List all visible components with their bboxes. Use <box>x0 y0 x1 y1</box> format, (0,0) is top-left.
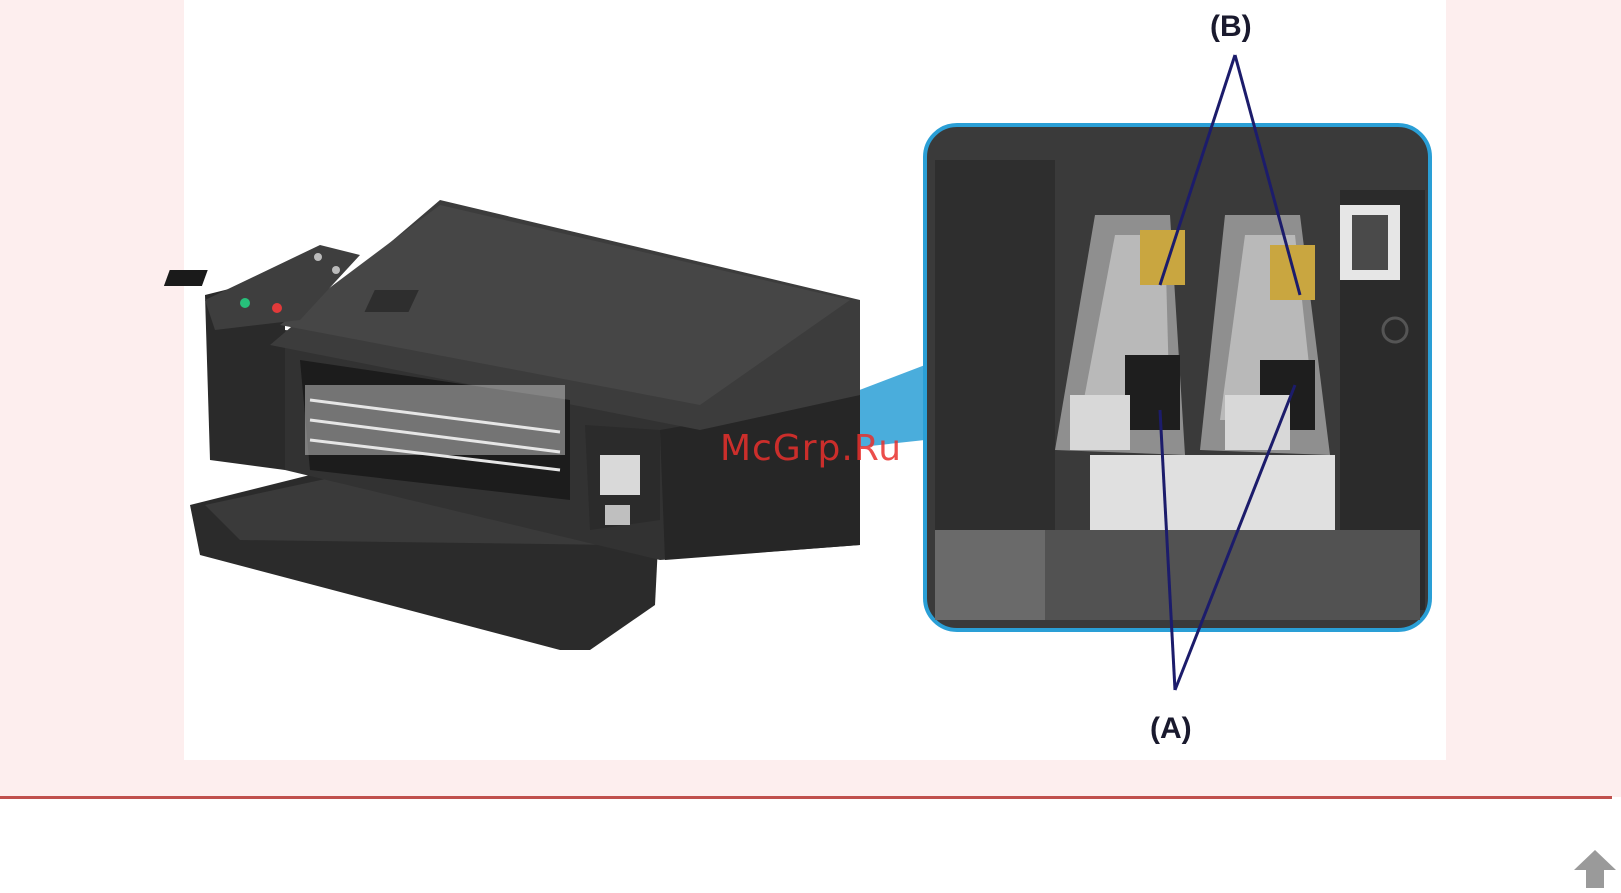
printer-body <box>163 200 860 650</box>
section-divider <box>0 796 1612 799</box>
printer-illustration <box>163 54 1432 691</box>
callout-label-b: (B) <box>1210 10 1252 43</box>
zoom-callout <box>923 123 1432 632</box>
watermark: McGrp.Ru <box>720 428 903 469</box>
scroll-to-top-button[interactable] <box>1572 848 1618 888</box>
leader-lines <box>1158 54 1302 691</box>
callout-label-a: (A) <box>1150 712 1192 745</box>
arrow-up-icon <box>1574 850 1616 888</box>
